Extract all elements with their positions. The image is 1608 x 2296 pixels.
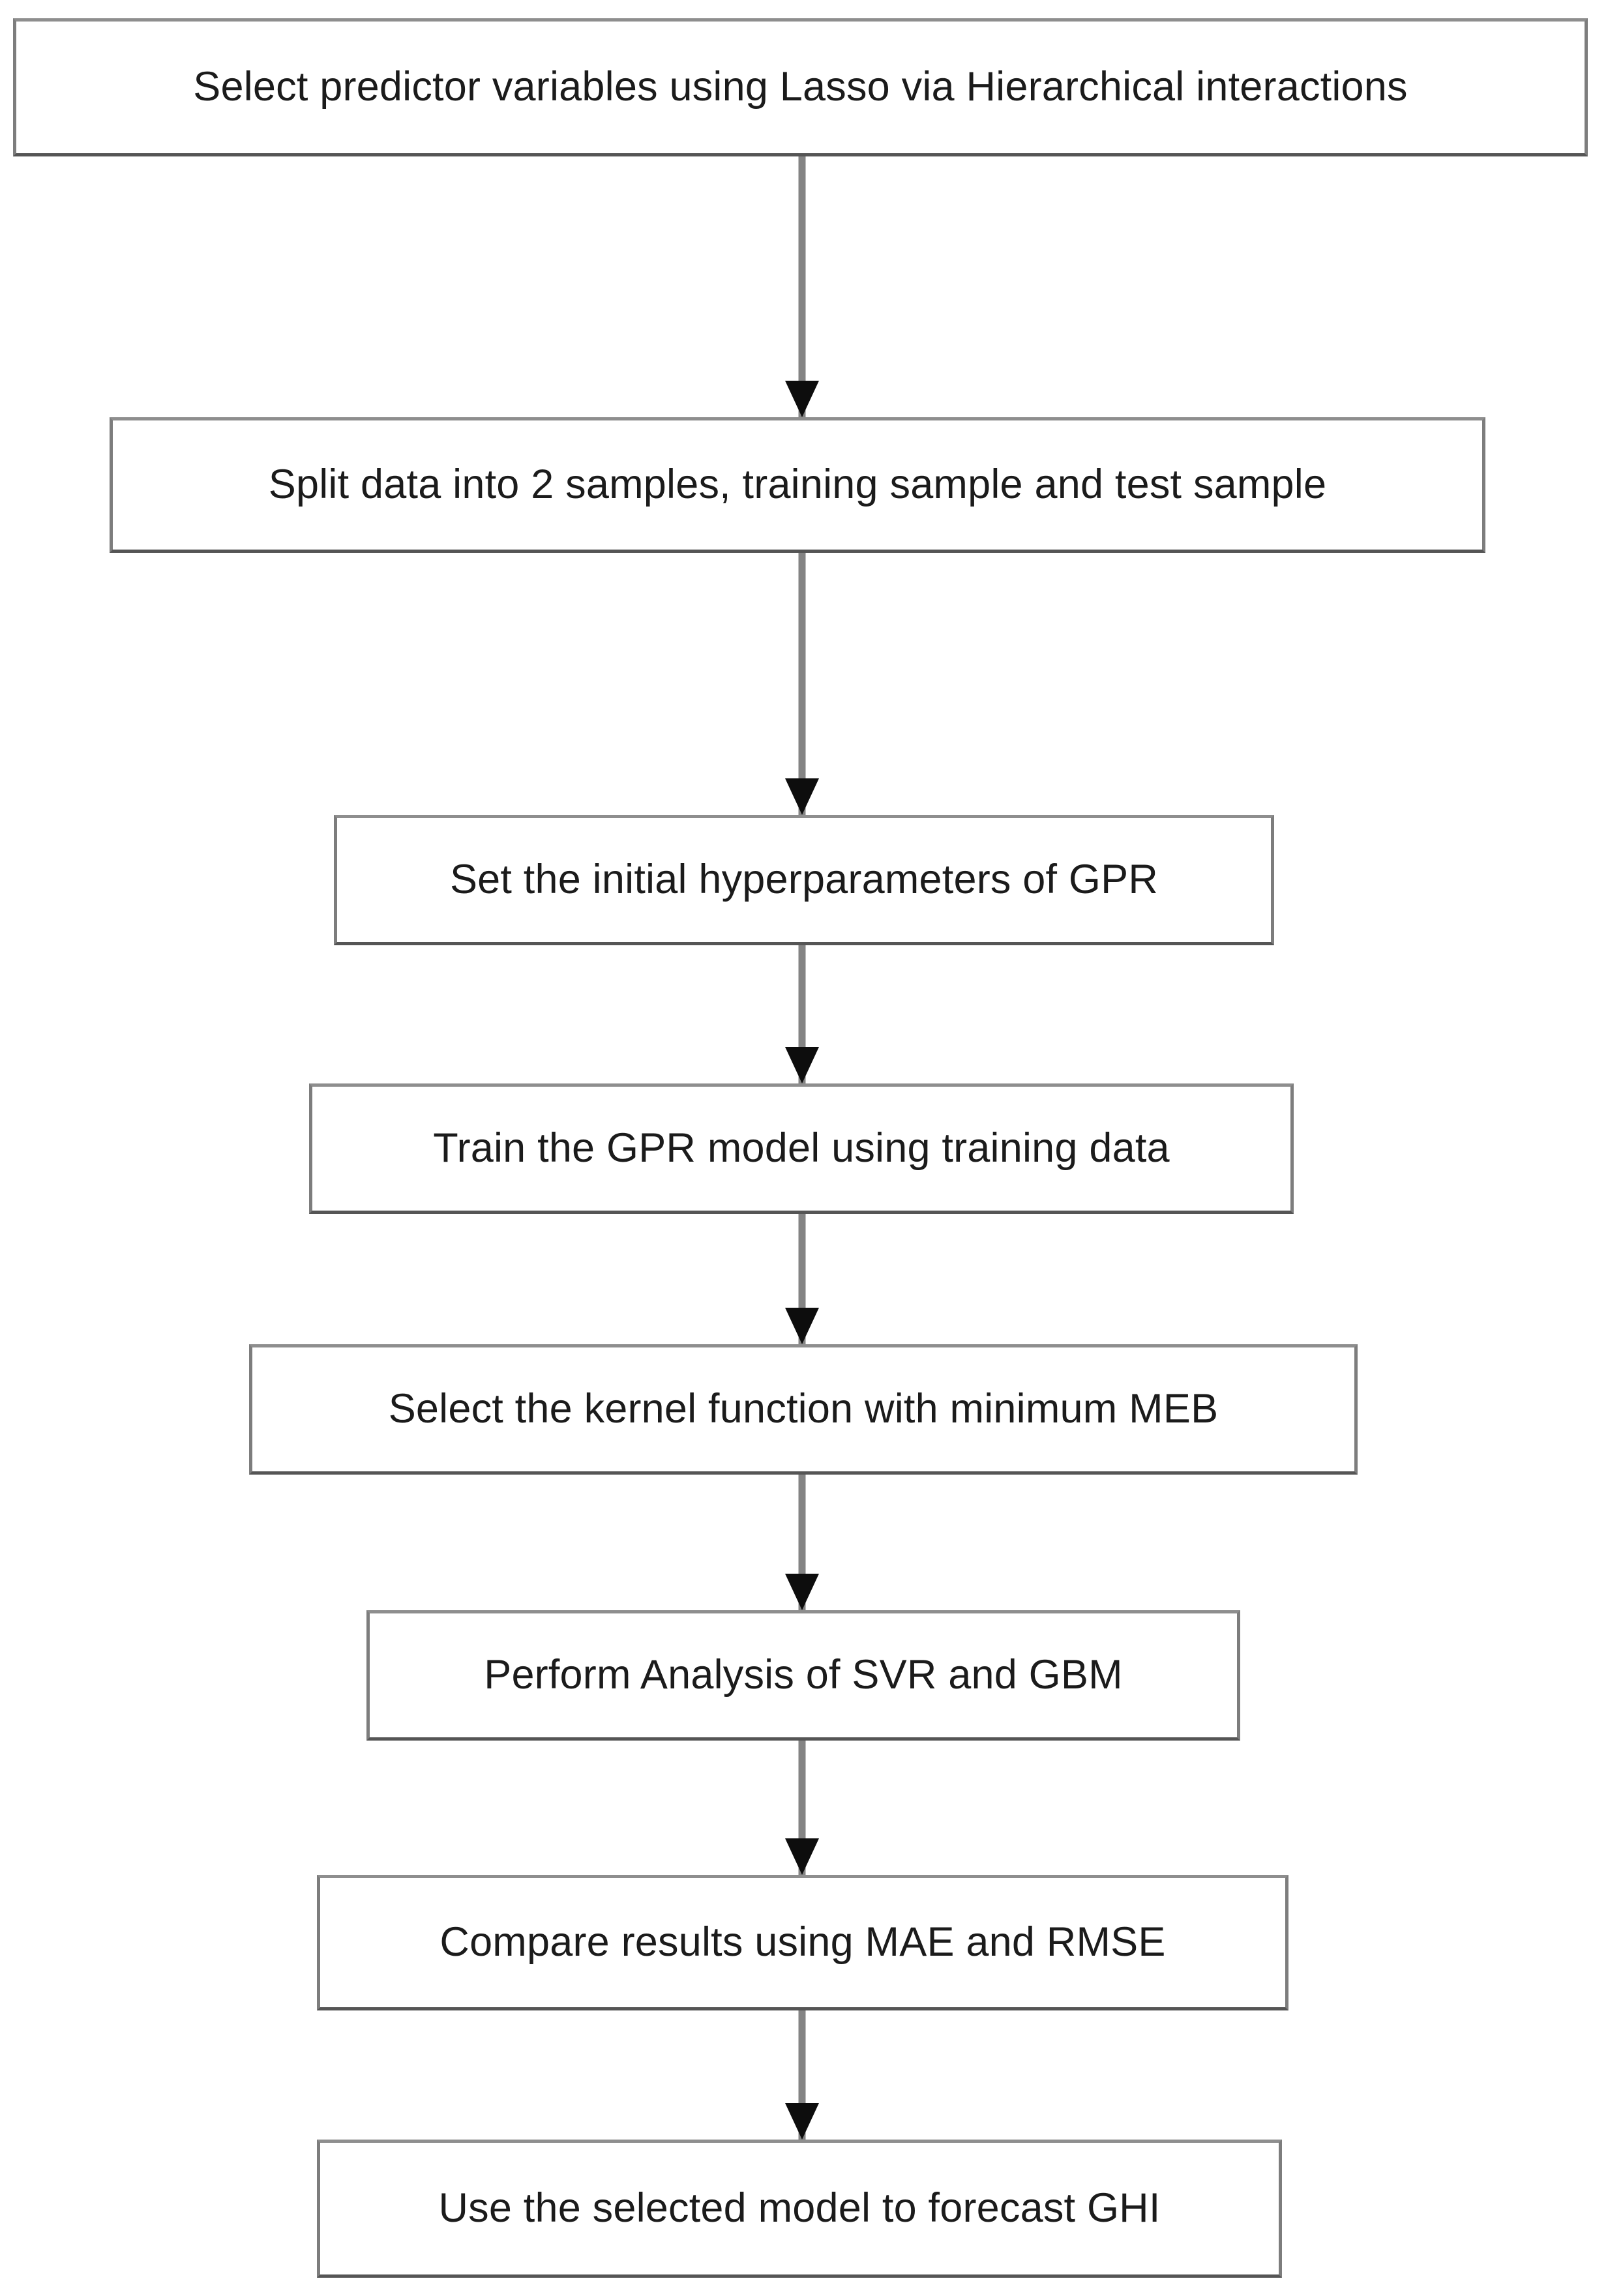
flow-connector bbox=[785, 2010, 819, 2140]
flow-connector bbox=[785, 156, 819, 417]
arrowhead-icon bbox=[785, 381, 819, 417]
process-box-step-7: Compare results using MAE and RMSE bbox=[317, 1875, 1288, 2010]
process-box-label: Train the GPR model using training data bbox=[433, 1125, 1170, 1171]
arrowhead-icon bbox=[785, 1047, 819, 1083]
process-box-step-5: Select the kernel function with minimum … bbox=[249, 1344, 1358, 1475]
process-box-label: Perform Analysis of SVR and GBM bbox=[484, 1652, 1123, 1698]
arrowhead-icon bbox=[785, 2103, 819, 2140]
flow-connector bbox=[785, 1475, 819, 1610]
arrowhead-icon bbox=[785, 1838, 819, 1875]
flow-connector bbox=[785, 1741, 819, 1875]
process-box-label: Use the selected model to forecast GHI bbox=[438, 2185, 1161, 2231]
process-box-label: Split data into 2 samples, training samp… bbox=[268, 462, 1327, 508]
process-box-step-2: Split data into 2 samples, training samp… bbox=[110, 417, 1485, 553]
flow-connector bbox=[785, 553, 819, 815]
process-box-step-4: Train the GPR model using training data bbox=[309, 1083, 1294, 1214]
arrowhead-icon bbox=[785, 1574, 819, 1610]
arrowhead-icon bbox=[785, 1308, 819, 1344]
process-box-label: Select the kernel function with minimum … bbox=[388, 1386, 1219, 1432]
arrowhead-icon bbox=[785, 778, 819, 815]
flow-connector bbox=[785, 945, 819, 1083]
process-box-step-1: Select predictor variables using Lasso v… bbox=[13, 18, 1588, 156]
process-box-label: Set the initial hyperparameters of GPR bbox=[449, 857, 1159, 903]
process-box-label: Select predictor variables using Lasso v… bbox=[193, 64, 1408, 110]
flow-connector bbox=[785, 1214, 819, 1344]
process-box-label: Compare results using MAE and RMSE bbox=[439, 1919, 1166, 1965]
process-box-step-3: Set the initial hyperparameters of GPR bbox=[334, 815, 1274, 945]
process-box-step-6: Perform Analysis of SVR and GBM bbox=[366, 1610, 1240, 1741]
process-box-step-8: Use the selected model to forecast GHI bbox=[317, 2140, 1282, 2278]
